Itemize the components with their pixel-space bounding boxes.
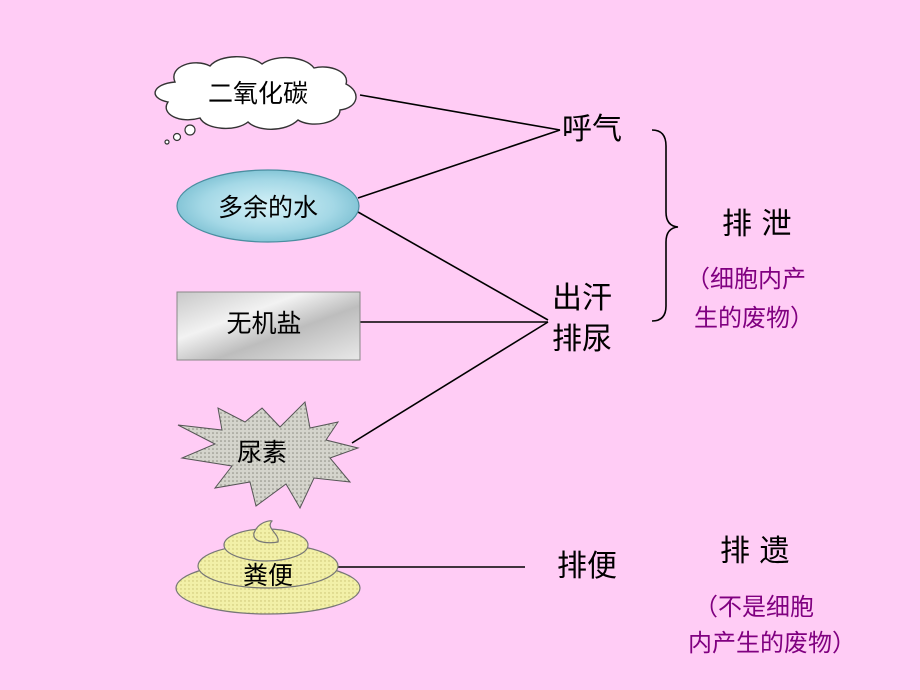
label-urinate: 排尿 [552,322,612,357]
label-feces: 粪便 [242,561,294,590]
urea-burst-shape [177,400,360,510]
line-water-breathe [357,129,561,199]
category-excretion-title: 排 泄 [722,207,792,242]
label-breathe: 呼气 [562,112,622,147]
line-urea-sweat [351,321,549,444]
label-sweat: 出汗 [552,281,612,316]
label-salt: 无机盐 [226,309,302,338]
line-water-sweat [357,211,549,321]
label-urea: 尿素 [236,438,288,467]
cloud-shape [154,56,357,145]
category-egestion-note-2: 内产生的废物） [688,629,856,657]
salt-block-shape [176,291,361,361]
category-egestion-title: 排 遗 [720,534,790,569]
brace [651,129,679,322]
feces-pile-shape [175,520,361,615]
category-egestion-note-1: （不是细胞 [694,593,814,621]
line-co2-breathe [359,94,561,131]
label-co2: 二氧化碳 [207,79,309,108]
water-drop-shape [176,169,360,243]
connector-lines [322,94,561,568]
label-defecate: 排便 [557,549,617,584]
category-excretion-note-2: 生的废物） [694,304,814,332]
category-excretion-note-1: （细胞内产 [686,265,806,293]
label-water: 多余的水 [217,193,319,222]
